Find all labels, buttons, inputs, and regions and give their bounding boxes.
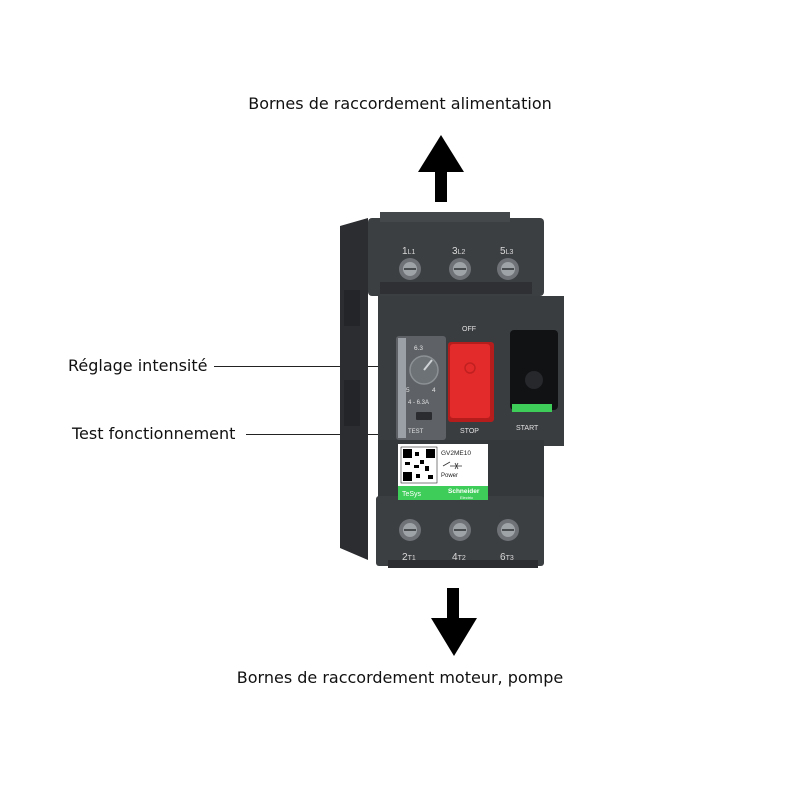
terminal-label-5: 5L3 [500,246,513,257]
dial-range-label: 4 - 6.3A [408,400,429,406]
top-terminal-screw-3 [449,258,471,280]
stop-label: STOP [460,428,479,435]
brand-sub-logo: Electric [460,495,473,500]
current-setting-dial[interactable] [409,355,439,385]
model-number: GV2ME10 [441,450,471,457]
test-label: TEST [408,429,424,435]
stop-button[interactable] [448,342,494,422]
series-label: TeSys [402,491,422,498]
bottom-terminal-screw-4 [449,519,471,541]
dial-max-label: 6.3 [414,345,423,352]
terminal-label-1: 1L1 [402,246,415,257]
terminal-label-2: 2T1 [402,552,416,563]
switch-symbol-icon [442,461,462,470]
qr-code-icon [400,446,438,484]
current-setting-leader-line [214,366,402,367]
bottom-terminal-screw-2 [399,519,421,541]
test-button[interactable] [416,412,432,420]
motor-terminals-caption: Bornes de raccordement moteur, pompe [236,668,564,687]
start-button[interactable] [510,330,558,412]
top-terminal-screw-1 [399,258,421,280]
supply-terminals-caption: Bornes de raccordement alimentation [248,94,552,113]
top-terminal-screw-5 [497,258,519,280]
terminal-label-4: 4T2 [452,552,466,563]
current-setting-caption: Réglage intensité [68,356,208,375]
start-label: START [516,425,539,432]
function-test-caption: Test fonctionnement [72,424,236,443]
function-test-leader-line [246,434,402,435]
dial-tick-label: 4 [432,387,436,394]
arrow-down-icon [431,588,477,656]
off-label: OFF [462,326,476,333]
dial-tick-label: 5 [406,387,410,394]
brand-logo: Schneider [448,488,480,495]
power-label: Power [441,473,458,479]
terminal-label-3: 3L2 [452,246,465,257]
terminal-label-6: 6T3 [500,552,514,563]
bottom-terminal-screw-6 [497,519,519,541]
arrow-up-icon [418,135,464,202]
